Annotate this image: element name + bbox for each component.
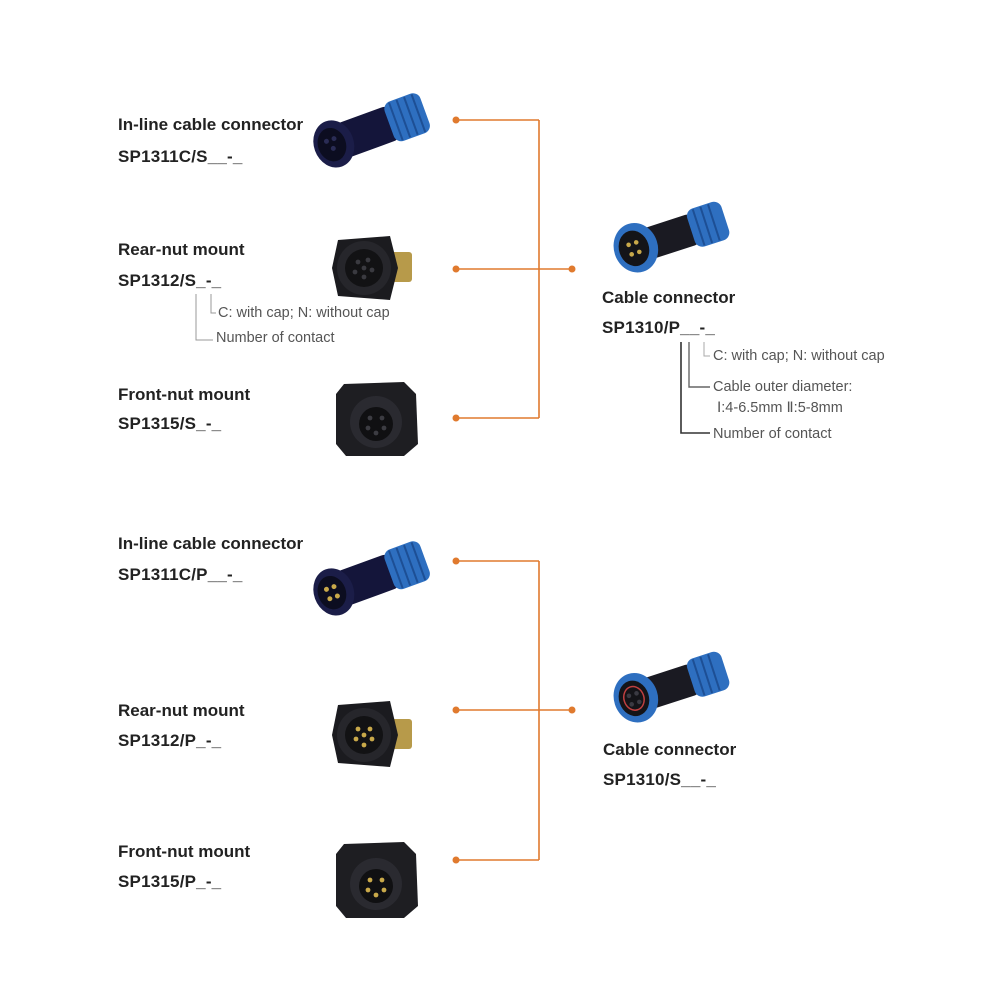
g2-orange-dots bbox=[452, 557, 576, 864]
front-nut-female-socket-icon bbox=[336, 382, 418, 456]
front-nut-male-socket-icon bbox=[336, 842, 418, 918]
g1-inline-code: SP1311C/S__-_ bbox=[118, 147, 243, 166]
g1-target-note-diameter: Cable outer diameter: bbox=[713, 379, 853, 395]
g1-target-code: SP1310/P__-_ bbox=[602, 318, 715, 337]
g1-rearnut-note-contacts: Number of contact bbox=[216, 330, 335, 346]
female-cable-connector-icon bbox=[613, 651, 730, 723]
g2-inline-code: SP1311C/P__-_ bbox=[118, 565, 243, 584]
g2-rearnut-code: SP1312/P_-_ bbox=[118, 731, 222, 750]
g1-target-note-diameter-values: Ⅰ:4-6.5mm Ⅱ:5-8mm bbox=[717, 400, 843, 416]
g1-rearnut-brackets bbox=[195, 294, 216, 341]
g2-target-code: SP1310/S__-_ bbox=[603, 770, 716, 789]
rear-nut-male-socket-icon bbox=[332, 701, 412, 767]
g2-target-title: Cable connector bbox=[603, 740, 737, 759]
g1-orange-tree bbox=[456, 119, 572, 419]
g1-rearnut-note-cap: C: with cap; N: without cap bbox=[218, 305, 390, 321]
g1-target-brackets bbox=[680, 342, 710, 434]
inline-female-connector-icon bbox=[313, 93, 430, 168]
g1-target-note-contacts: Number of contact bbox=[713, 426, 832, 442]
inline-male-connector-icon bbox=[313, 541, 430, 616]
g1-target-title: Cable connector bbox=[602, 288, 736, 307]
g1-rearnut-title: Rear-nut mount bbox=[118, 240, 245, 259]
g1-orange-dots bbox=[452, 116, 576, 422]
g1-frontnut-title: Front-nut mount bbox=[118, 385, 251, 404]
g2-inline-title: In-line cable connector bbox=[118, 534, 304, 553]
rear-nut-female-socket-icon bbox=[332, 236, 412, 300]
g1-target-note-cap: C: with cap; N: without cap bbox=[713, 348, 885, 364]
g2-orange-tree bbox=[456, 560, 572, 861]
g2-frontnut-code: SP1315/P_-_ bbox=[118, 872, 222, 891]
male-cable-connector-icon bbox=[613, 201, 730, 273]
g1-inline-title: In-line cable connector bbox=[118, 115, 304, 134]
g2-frontnut-title: Front-nut mount bbox=[118, 842, 251, 861]
g1-rearnut-code: SP1312/S_-_ bbox=[118, 271, 222, 290]
g2-rearnut-title: Rear-nut mount bbox=[118, 701, 245, 720]
g1-frontnut-code: SP1315/S_-_ bbox=[118, 414, 222, 433]
